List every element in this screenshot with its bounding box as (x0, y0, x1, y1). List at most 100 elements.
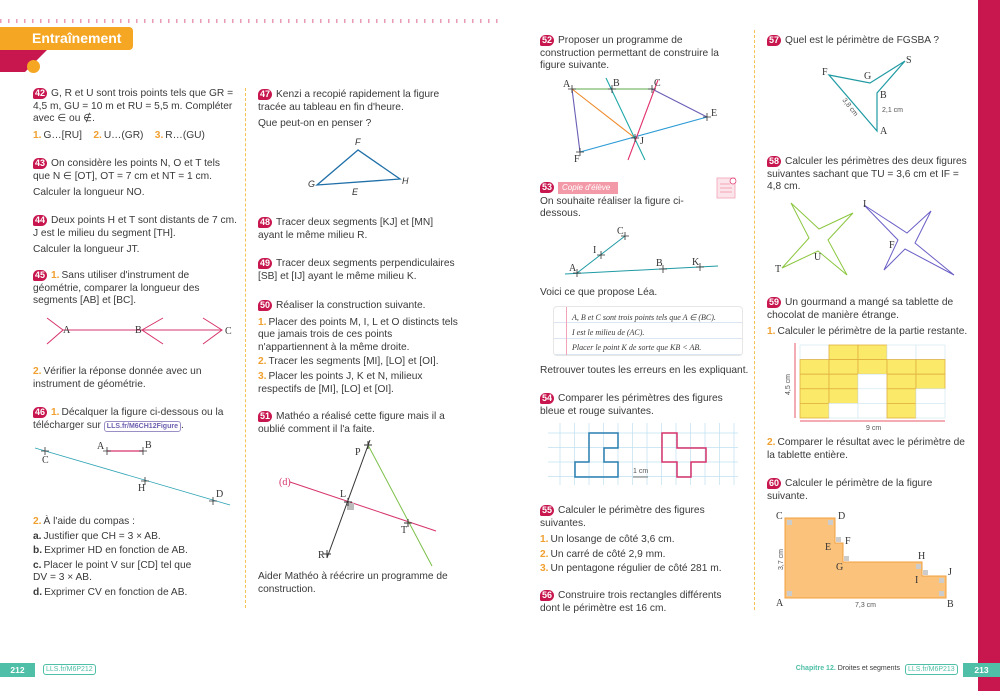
figure-51 (289, 439, 437, 567)
scale-label: 1 cm (633, 468, 648, 475)
item-number: 3. (540, 563, 549, 575)
point-label: P (355, 447, 361, 458)
right-angle-marks (787, 520, 944, 596)
item-letter: d. (33, 586, 43, 598)
exercise-number: 59 (767, 297, 782, 308)
exercise-question: Retrouver toutes les erreurs en les expl… (540, 365, 749, 376)
line-label: (d) (279, 477, 291, 488)
item-text: Tracer les segments [MI], [LO] et [OI]. (268, 356, 439, 368)
point-label: I (863, 199, 866, 210)
item-text: Un pentagone régulier de côté 281 m. (550, 563, 722, 575)
notebook-line: A, B et C sont trois points tels que A ∈… (572, 313, 716, 322)
item-number: 2. (540, 548, 549, 560)
point-label: H (402, 176, 409, 186)
point-label: B (656, 258, 663, 269)
item-number: 1. (51, 270, 60, 281)
item-number: 2. (258, 356, 267, 368)
point-label: G (864, 71, 871, 82)
point-label: U (814, 252, 822, 263)
point-label: E (825, 542, 831, 553)
point-label: F (574, 154, 580, 165)
chocolate-square (886, 359, 917, 375)
figure-53 (564, 232, 719, 277)
chocolate-square (828, 344, 859, 361)
page-number-left: 212 (0, 663, 35, 677)
item-text: Exprimer HD en fonction de AB. (44, 545, 188, 557)
exercise-59-part-2: 2.Comparer le résultat avec le périmètre… (767, 437, 972, 466)
item-text: Calculer le périmètre de la partie resta… (777, 326, 968, 338)
point-label: L (340, 489, 346, 500)
page-link-right[interactable]: LLS.fr/M6P213 (905, 664, 958, 675)
exercise-number: 50 (258, 300, 273, 311)
exercise-number: 44 (33, 215, 48, 226)
eaten-square (915, 403, 946, 419)
item-number: 3. (258, 370, 267, 382)
page-link-left[interactable]: LLS.fr/M6P212 (43, 664, 96, 675)
exercise-number: 56 (540, 590, 555, 601)
figure-52 (568, 77, 711, 161)
point-label: C (617, 226, 624, 237)
item-letter: a. (33, 530, 42, 542)
length-label: 7,3 cm (855, 602, 876, 609)
red-figure (661, 432, 707, 478)
chapter-number: Chapitre 12. (795, 665, 836, 672)
chapter-title: Droites et segments (837, 665, 900, 672)
notebook-line: I est le milieu de (AC). (572, 328, 645, 337)
chocolate-square (886, 388, 917, 404)
column-divider (754, 30, 755, 610)
item-text: Un losange de côté 3,6 cm. (550, 534, 675, 546)
eaten-square (886, 344, 917, 360)
exercise-text: Proposer un programme de construction pe… (540, 35, 719, 72)
chocolate-square (915, 359, 946, 375)
point-label: B (613, 78, 620, 89)
point-label: C (42, 455, 49, 466)
point-label: A (563, 79, 571, 90)
student-copy-icon (716, 177, 737, 199)
chocolate-square (799, 373, 830, 390)
exercise-text: Calculer le périmètre des figures suivan… (540, 505, 705, 529)
chocolate-square (828, 373, 859, 390)
exercise-text: On considère les points N, O et T tels q… (33, 158, 220, 182)
item-text: Un carré de côté 2,9 mm. (550, 548, 666, 560)
item-number: 2. (767, 437, 776, 448)
item-text: U…(GR) (103, 129, 144, 141)
eaten-square (857, 388, 888, 404)
item-text: Placer le point V sur [CD] tel que DV = … (33, 559, 192, 584)
eaten-square (857, 403, 888, 419)
exercise-number: 52 (540, 35, 555, 46)
chocolate-square (799, 402, 830, 419)
exercise-text: Voici ce que propose Léa. (540, 287, 658, 298)
item-text: Exprimer CV en fonction de AB. (44, 586, 188, 598)
exercise-text: Tracer deux segments [KJ] et [MN] ayant … (258, 217, 434, 241)
point-label: G (836, 562, 843, 573)
exercise-number: 54 (540, 393, 555, 404)
item-number: 1. (33, 129, 42, 141)
point-label: K (692, 257, 700, 268)
chocolate-square (886, 373, 917, 390)
dotted-border (0, 19, 500, 23)
exercise-text: G, R et U sont trois points tels que GR … (33, 88, 234, 125)
purple-star (863, 204, 955, 276)
point-label: T (401, 525, 407, 536)
exercise-number: 46 (33, 407, 48, 418)
eaten-square (915, 388, 946, 404)
length-label: 2,1 cm (882, 107, 903, 114)
length-label: 3,7 cm (778, 549, 785, 570)
figure-link[interactable]: LLS.fr/M6CH12Figure (103, 420, 181, 432)
item-text: Comparer le résultat avec le périmètre d… (767, 437, 965, 461)
chocolate-square (828, 359, 859, 375)
point-label: J (640, 136, 644, 147)
point-label: B (145, 440, 152, 451)
chocolate-square (915, 373, 946, 390)
point-label: C (225, 326, 232, 337)
item-number: 1. (258, 316, 267, 328)
item-text: Décalquer la figure ci-dessous ou la tél… (33, 407, 224, 431)
green-star (781, 202, 854, 276)
blue-figure (574, 432, 619, 478)
exercise-number: 47 (258, 89, 273, 100)
